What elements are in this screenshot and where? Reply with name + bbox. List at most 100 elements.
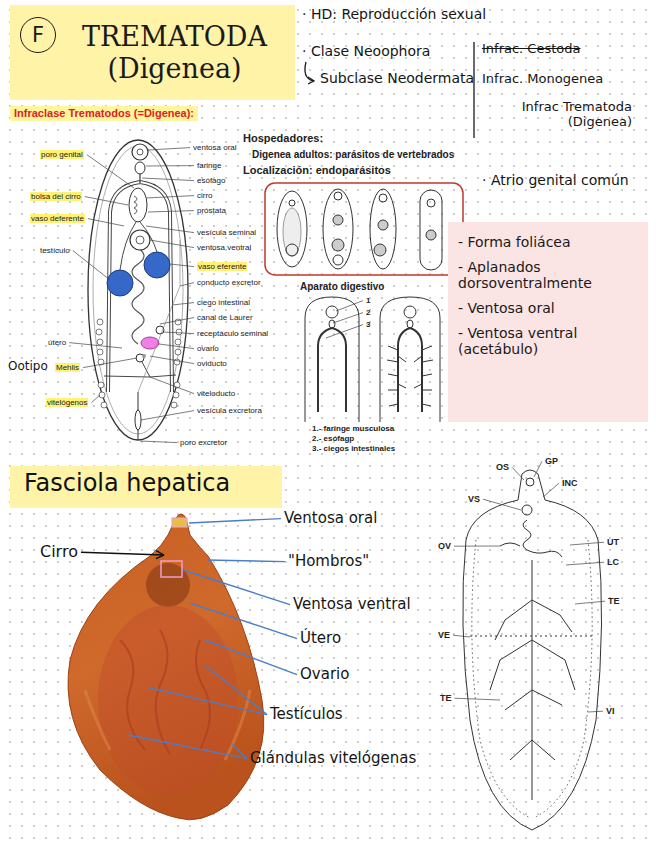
leader-line <box>69 343 122 348</box>
part-label: ventosa oral <box>193 143 237 152</box>
leader-line <box>205 665 267 715</box>
part-label: faringe <box>197 161 221 170</box>
part-abbreviation: TE <box>608 596 620 606</box>
leader-line <box>232 744 247 759</box>
handwritten-note: "Hombros" <box>288 553 369 570</box>
part-label: vesícula seminal <box>197 228 256 237</box>
handwritten-note: Ventosa oral <box>284 510 377 527</box>
leader-line <box>543 483 559 497</box>
part-label: Aparato digestivo <box>300 281 384 293</box>
part-label: oviducto <box>197 359 227 368</box>
part-label: 2 <box>366 308 370 317</box>
leader-line <box>575 601 605 604</box>
part-label: 1.- faringe musculosa <box>312 424 394 433</box>
part-label: poro excretor <box>180 438 227 447</box>
node-text: - Forma foliácea <box>458 234 638 250</box>
leader-line <box>190 603 297 639</box>
part-abbreviation: VS <box>468 494 480 504</box>
part-label: Hospedadores: <box>243 132 323 145</box>
part-abbreviation: LC <box>607 557 619 567</box>
leader-line <box>88 219 124 226</box>
leader-line <box>333 313 363 323</box>
part-label: útero <box>48 338 66 347</box>
part-label: vesícula excretora <box>197 406 262 415</box>
part-label: receptáculo seminal <box>197 329 268 338</box>
species-band: Fasciola hepatica <box>10 466 282 508</box>
arrow-head <box>156 551 164 555</box>
part-label: vaso eferente <box>197 262 247 271</box>
leader-line <box>73 251 110 280</box>
node-text: F <box>32 23 44 47</box>
leader-line <box>566 562 604 565</box>
body-shapes-box <box>265 183 463 275</box>
handwritten-note: Infrac. Cestoda <box>482 42 581 57</box>
leader-line <box>146 165 194 166</box>
letter-circle: F <box>20 17 56 53</box>
leader-line <box>588 711 603 713</box>
part-label: 2.- esófagp <box>312 434 354 443</box>
digestive-figures <box>305 297 440 422</box>
part-label: ovario <box>197 344 219 353</box>
part-abbreviation: INC <box>562 478 578 488</box>
leader-line <box>83 358 137 368</box>
leader-line <box>570 542 604 545</box>
leader-line <box>207 560 285 562</box>
part-label: vaso deferente <box>30 214 85 223</box>
leader-line <box>163 332 194 334</box>
node-text: Infraclase Trematodos (=Digenea): <box>14 107 194 120</box>
arrow-head <box>156 555 164 559</box>
part-label: ciego intestinal <box>197 298 250 307</box>
leader-line <box>189 519 281 523</box>
handwritten-note: · Atrio genital común <box>482 172 629 188</box>
node-text: - Ventosa ventral (acetábulo) <box>458 325 638 357</box>
part-label: 3.- ciegos intestinales <box>312 444 395 453</box>
handwritten-note: Ovario <box>300 666 349 683</box>
leader-line <box>183 570 290 605</box>
leader-line <box>336 301 363 311</box>
leader-line <box>142 178 194 181</box>
handwritten-note: Subclase Neodermata <box>320 70 474 86</box>
leader-line <box>483 499 521 510</box>
part-abbreviation: TE <box>440 693 452 703</box>
handwritten-note: Testículos <box>270 706 343 723</box>
leader-line <box>170 264 194 267</box>
leader-line <box>160 318 194 324</box>
handwritten-note: · HD: Reproducción sexual <box>302 6 486 22</box>
part-label: próstata <box>197 206 226 215</box>
feature-list-box: - Forma foliácea - Aplanados dorsoventral… <box>448 222 648 422</box>
handwritten-note: Útero <box>300 630 341 647</box>
part-label: Localización: endoparásitos <box>243 164 391 177</box>
leader-line <box>172 303 194 305</box>
node-text: - Aplanados dorsoventralmente <box>458 259 638 291</box>
part-label: ventosa ventral <box>197 243 251 252</box>
title-text: TREMATODA (Digenea) <box>70 21 280 83</box>
leader-line <box>150 356 194 364</box>
leader-line <box>87 155 134 188</box>
part-label: bolsa del cirro <box>30 192 82 201</box>
handwritten-note: Glándulas vitelógenas <box>250 750 416 767</box>
part-label: testículo <box>40 246 70 255</box>
leader-line <box>453 635 470 637</box>
leader-line <box>455 698 501 700</box>
leader-line <box>180 283 194 286</box>
handwritten-note: Infrac Trematoda (Digenea) <box>482 100 632 130</box>
part-label: 1 <box>366 296 370 305</box>
node-text: Fasciola hepatica <box>24 470 230 498</box>
part-abbreviation: VE <box>438 630 450 640</box>
part-label: cirro <box>197 191 213 200</box>
leader-line <box>326 325 363 338</box>
part-label: Digenea adultos: parásitos de vertebrado… <box>252 149 454 161</box>
leader-line <box>512 467 524 480</box>
part-abbreviation: GP <box>545 456 558 466</box>
handwritten-note: Ootipo <box>8 360 48 374</box>
part-label: vitelógenos <box>46 398 88 407</box>
leader-line <box>92 395 101 403</box>
leader-line <box>85 197 128 205</box>
leader-line <box>148 148 190 150</box>
leader-line <box>128 735 247 759</box>
leader-line <box>534 461 542 477</box>
leader-line <box>148 211 194 212</box>
leader-line <box>454 546 500 547</box>
part-label: viteloducto <box>197 389 235 398</box>
